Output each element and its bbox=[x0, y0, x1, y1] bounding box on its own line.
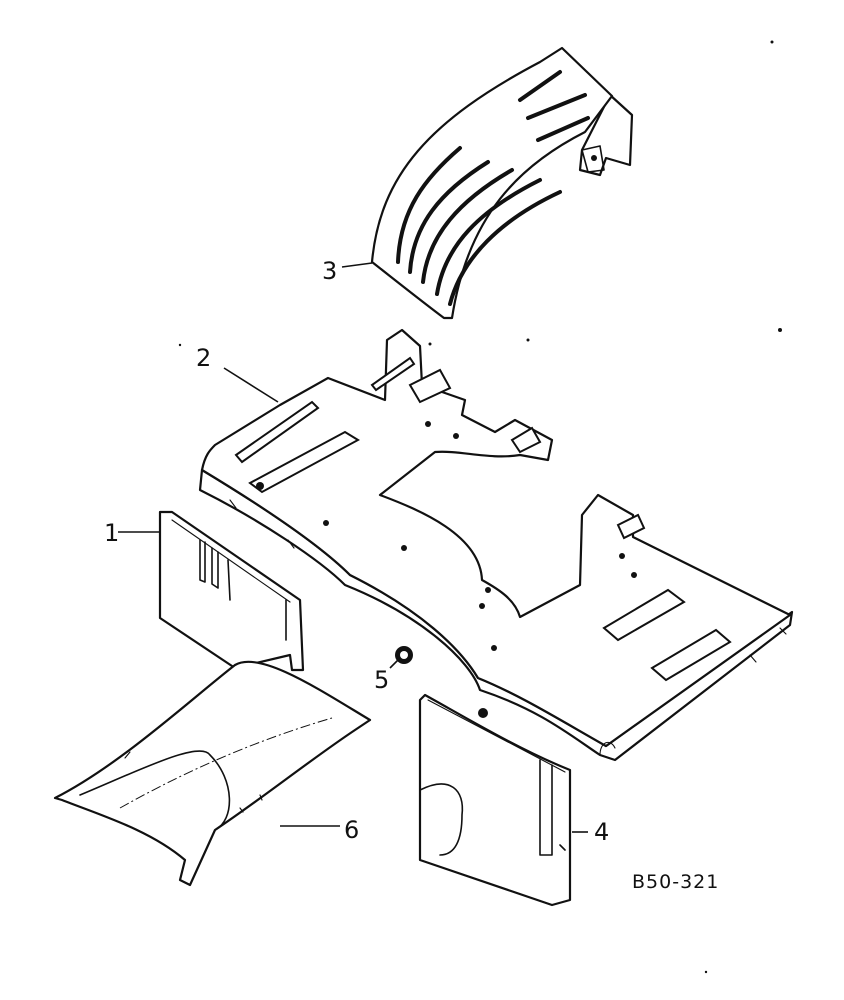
callout-1: 1 bbox=[104, 519, 119, 547]
part-1-side-panel bbox=[158, 510, 305, 672]
part-5-grommet bbox=[395, 646, 413, 664]
callout-5: 5 bbox=[374, 666, 389, 694]
part-3-curved-slotted-cover bbox=[370, 46, 634, 320]
part-2-floor-plate bbox=[198, 328, 794, 762]
leader-lines bbox=[118, 262, 588, 833]
callout-2: 2 bbox=[196, 344, 211, 372]
drawing-reference-code: B50-321 bbox=[632, 871, 719, 893]
callout-6: 6 bbox=[344, 816, 359, 844]
part-4-side-panel bbox=[418, 693, 572, 907]
part-6-front-cover bbox=[53, 660, 372, 887]
callout-3: 3 bbox=[322, 257, 337, 285]
callout-4: 4 bbox=[594, 818, 609, 846]
